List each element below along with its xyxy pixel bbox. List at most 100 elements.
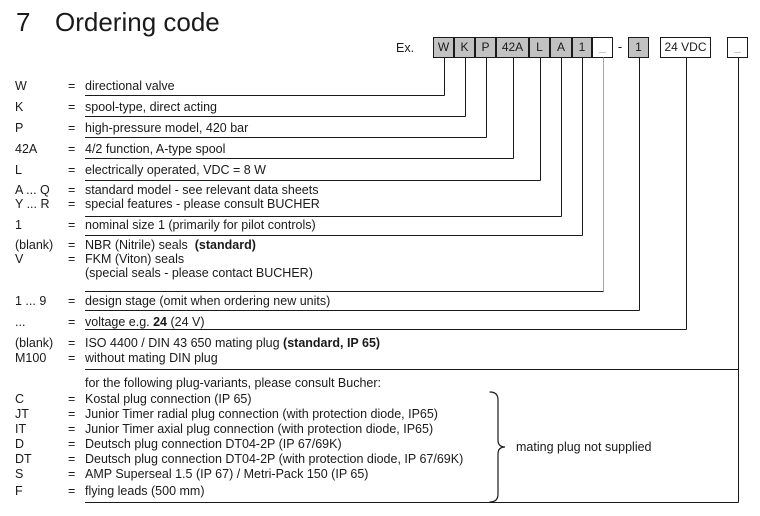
brace-path	[489, 391, 506, 503]
row-equals: =	[68, 392, 76, 406]
grouping-brace	[489, 391, 506, 503]
row-description-bold-part: (standard)	[194, 238, 256, 252]
row-code: Y ... R	[15, 197, 50, 211]
row-code: A ... Q	[15, 183, 50, 197]
row-description-part: spool-type, direct acting	[85, 100, 218, 114]
row-description: flying leads (500 mm)	[85, 484, 205, 499]
row-description-part: for the following plug-variants, please …	[85, 376, 381, 390]
row-code: 42A	[15, 142, 38, 156]
row-description-part: Junior Timer radial plug connection (wit…	[85, 407, 438, 421]
row-description: directional valve	[85, 79, 175, 94]
code-box-3: P	[475, 37, 496, 58]
row-code: P	[15, 121, 24, 135]
row-description: Junior Timer axial plug connection (with…	[85, 422, 433, 437]
row-code: ...	[15, 315, 26, 329]
row-code: D	[15, 437, 25, 451]
row-code: W	[15, 79, 27, 93]
row-description: AMP Superseal 1.5 (IP 67) / Metri-Pack 1…	[85, 467, 368, 482]
row-description-part: Junior Timer axial plug connection (with…	[85, 422, 434, 436]
row-description: ISO 4400 / DIN 43 650 mating plug (stand…	[85, 336, 380, 351]
row-description-part: nominal size 1 (primarily for pilot cont…	[85, 218, 316, 232]
row-code: JT	[15, 407, 29, 421]
row-equals: =	[68, 422, 76, 436]
mating-plug-note: mating plug not supplied	[516, 440, 652, 454]
page-title: Ordering code	[55, 7, 220, 37]
example-label: Ex.	[396, 41, 415, 55]
code-box-5: L	[529, 37, 550, 58]
row-equals: =	[68, 467, 76, 481]
row-description: voltage e.g. 24 (24 V)	[85, 315, 205, 330]
row-equals: =	[68, 315, 76, 329]
row-description: 4/2 function, A-type spool	[85, 142, 225, 157]
row-description-part: design stage (omit when ordering new uni…	[85, 294, 331, 308]
row-equals: =	[68, 452, 76, 466]
row-description: (special seals - please contact BUCHER)	[85, 266, 313, 281]
row-equals: =	[68, 252, 76, 266]
row-description: standard model - see relevant data sheet…	[85, 183, 318, 198]
row-description: Deutsch plug connection DT04-2P (IP 67/6…	[85, 437, 342, 452]
row-equals: =	[68, 79, 76, 93]
row-description: spool-type, direct acting	[85, 100, 217, 115]
code-box-1: W	[433, 37, 454, 58]
row-description-part: AMP Superseal 1.5 (IP 67) / Metri-Pack 1…	[85, 467, 369, 481]
row-equals: =	[68, 294, 76, 308]
row-equals: =	[68, 437, 76, 451]
row-equals: =	[68, 407, 76, 421]
row-description-part: electrically operated, VDC = 8 W	[85, 163, 266, 177]
code-box-10: 24 VDC	[660, 37, 711, 58]
row-description-bold-part: 24	[153, 315, 168, 329]
code-box-4: 42A	[496, 37, 529, 58]
row-equals: =	[68, 336, 76, 350]
row-code: F	[15, 484, 23, 498]
row-description-part: directional valve	[85, 79, 175, 93]
code-box-11: _	[727, 37, 748, 58]
row-code: (blank)	[15, 238, 54, 252]
row-description-part: (special seals - please contact BUCHER)	[85, 266, 313, 280]
row-code: C	[15, 392, 25, 406]
row-description-part: high-pressure model, 420 bar	[85, 121, 249, 135]
row-description-part: without mating DIN plug	[85, 351, 218, 365]
row-equals: =	[68, 183, 76, 197]
row-description: special features - please consult BUCHER	[85, 197, 320, 212]
row-description-part: Deutsch plug connection DT04-2P (with pr…	[85, 452, 464, 466]
code-box-9: 1	[628, 37, 649, 58]
row-description: design stage (omit when ordering new uni…	[85, 294, 330, 309]
row-description-part: Deutsch plug connection DT04-2P (IP 67/6…	[85, 437, 342, 451]
row-description-part: Kostal plug connection (IP 65)	[85, 392, 252, 406]
row-description: Deutsch plug connection DT04-2P (with pr…	[85, 452, 463, 467]
row-description: for the following plug-variants, please …	[85, 376, 381, 391]
row-description-part: special features - please consult BUCHER	[85, 197, 320, 211]
row-description: Junior Timer radial plug connection (wit…	[85, 407, 438, 422]
row-code: S	[15, 467, 24, 481]
row-description-part: NBR (Nitrile) seals	[85, 238, 195, 252]
row-code: 1 ... 9	[15, 294, 47, 308]
row-description: electrically operated, VDC = 8 W	[85, 163, 266, 178]
code-box-2: K	[454, 37, 475, 58]
row-description: NBR (Nitrile) seals (standard)	[85, 238, 256, 253]
row-code: V	[15, 252, 24, 266]
row-equals: =	[68, 100, 76, 114]
row-equals: =	[68, 163, 76, 177]
row-equals: =	[68, 142, 76, 156]
row-code: K	[15, 100, 24, 114]
row-code: M100	[15, 351, 47, 365]
code-separator-dash: -	[617, 39, 623, 54]
row-description: Kostal plug connection (IP 65)	[85, 392, 252, 407]
row-code: L	[15, 163, 22, 177]
row-equals: =	[68, 121, 76, 135]
row-equals: =	[68, 238, 76, 252]
row-description-part: ISO 4400 / DIN 43 650 mating plug	[85, 336, 284, 350]
row-equals: =	[68, 484, 76, 498]
row-description: high-pressure model, 420 bar	[85, 121, 248, 136]
row-equals: =	[68, 218, 76, 232]
code-box-8: _	[592, 37, 613, 58]
row-code: (blank)	[15, 336, 54, 350]
row-description: FKM (Viton) seals	[85, 252, 184, 267]
row-description: nominal size 1 (primarily for pilot cont…	[85, 218, 316, 233]
row-description-part: flying leads (500 mm)	[85, 484, 205, 498]
row-description-part: standard model - see relevant data sheet…	[85, 183, 319, 197]
row-description-part: 4/2 function, A-type spool	[85, 142, 226, 156]
row-description-part: (24 V)	[167, 315, 205, 329]
